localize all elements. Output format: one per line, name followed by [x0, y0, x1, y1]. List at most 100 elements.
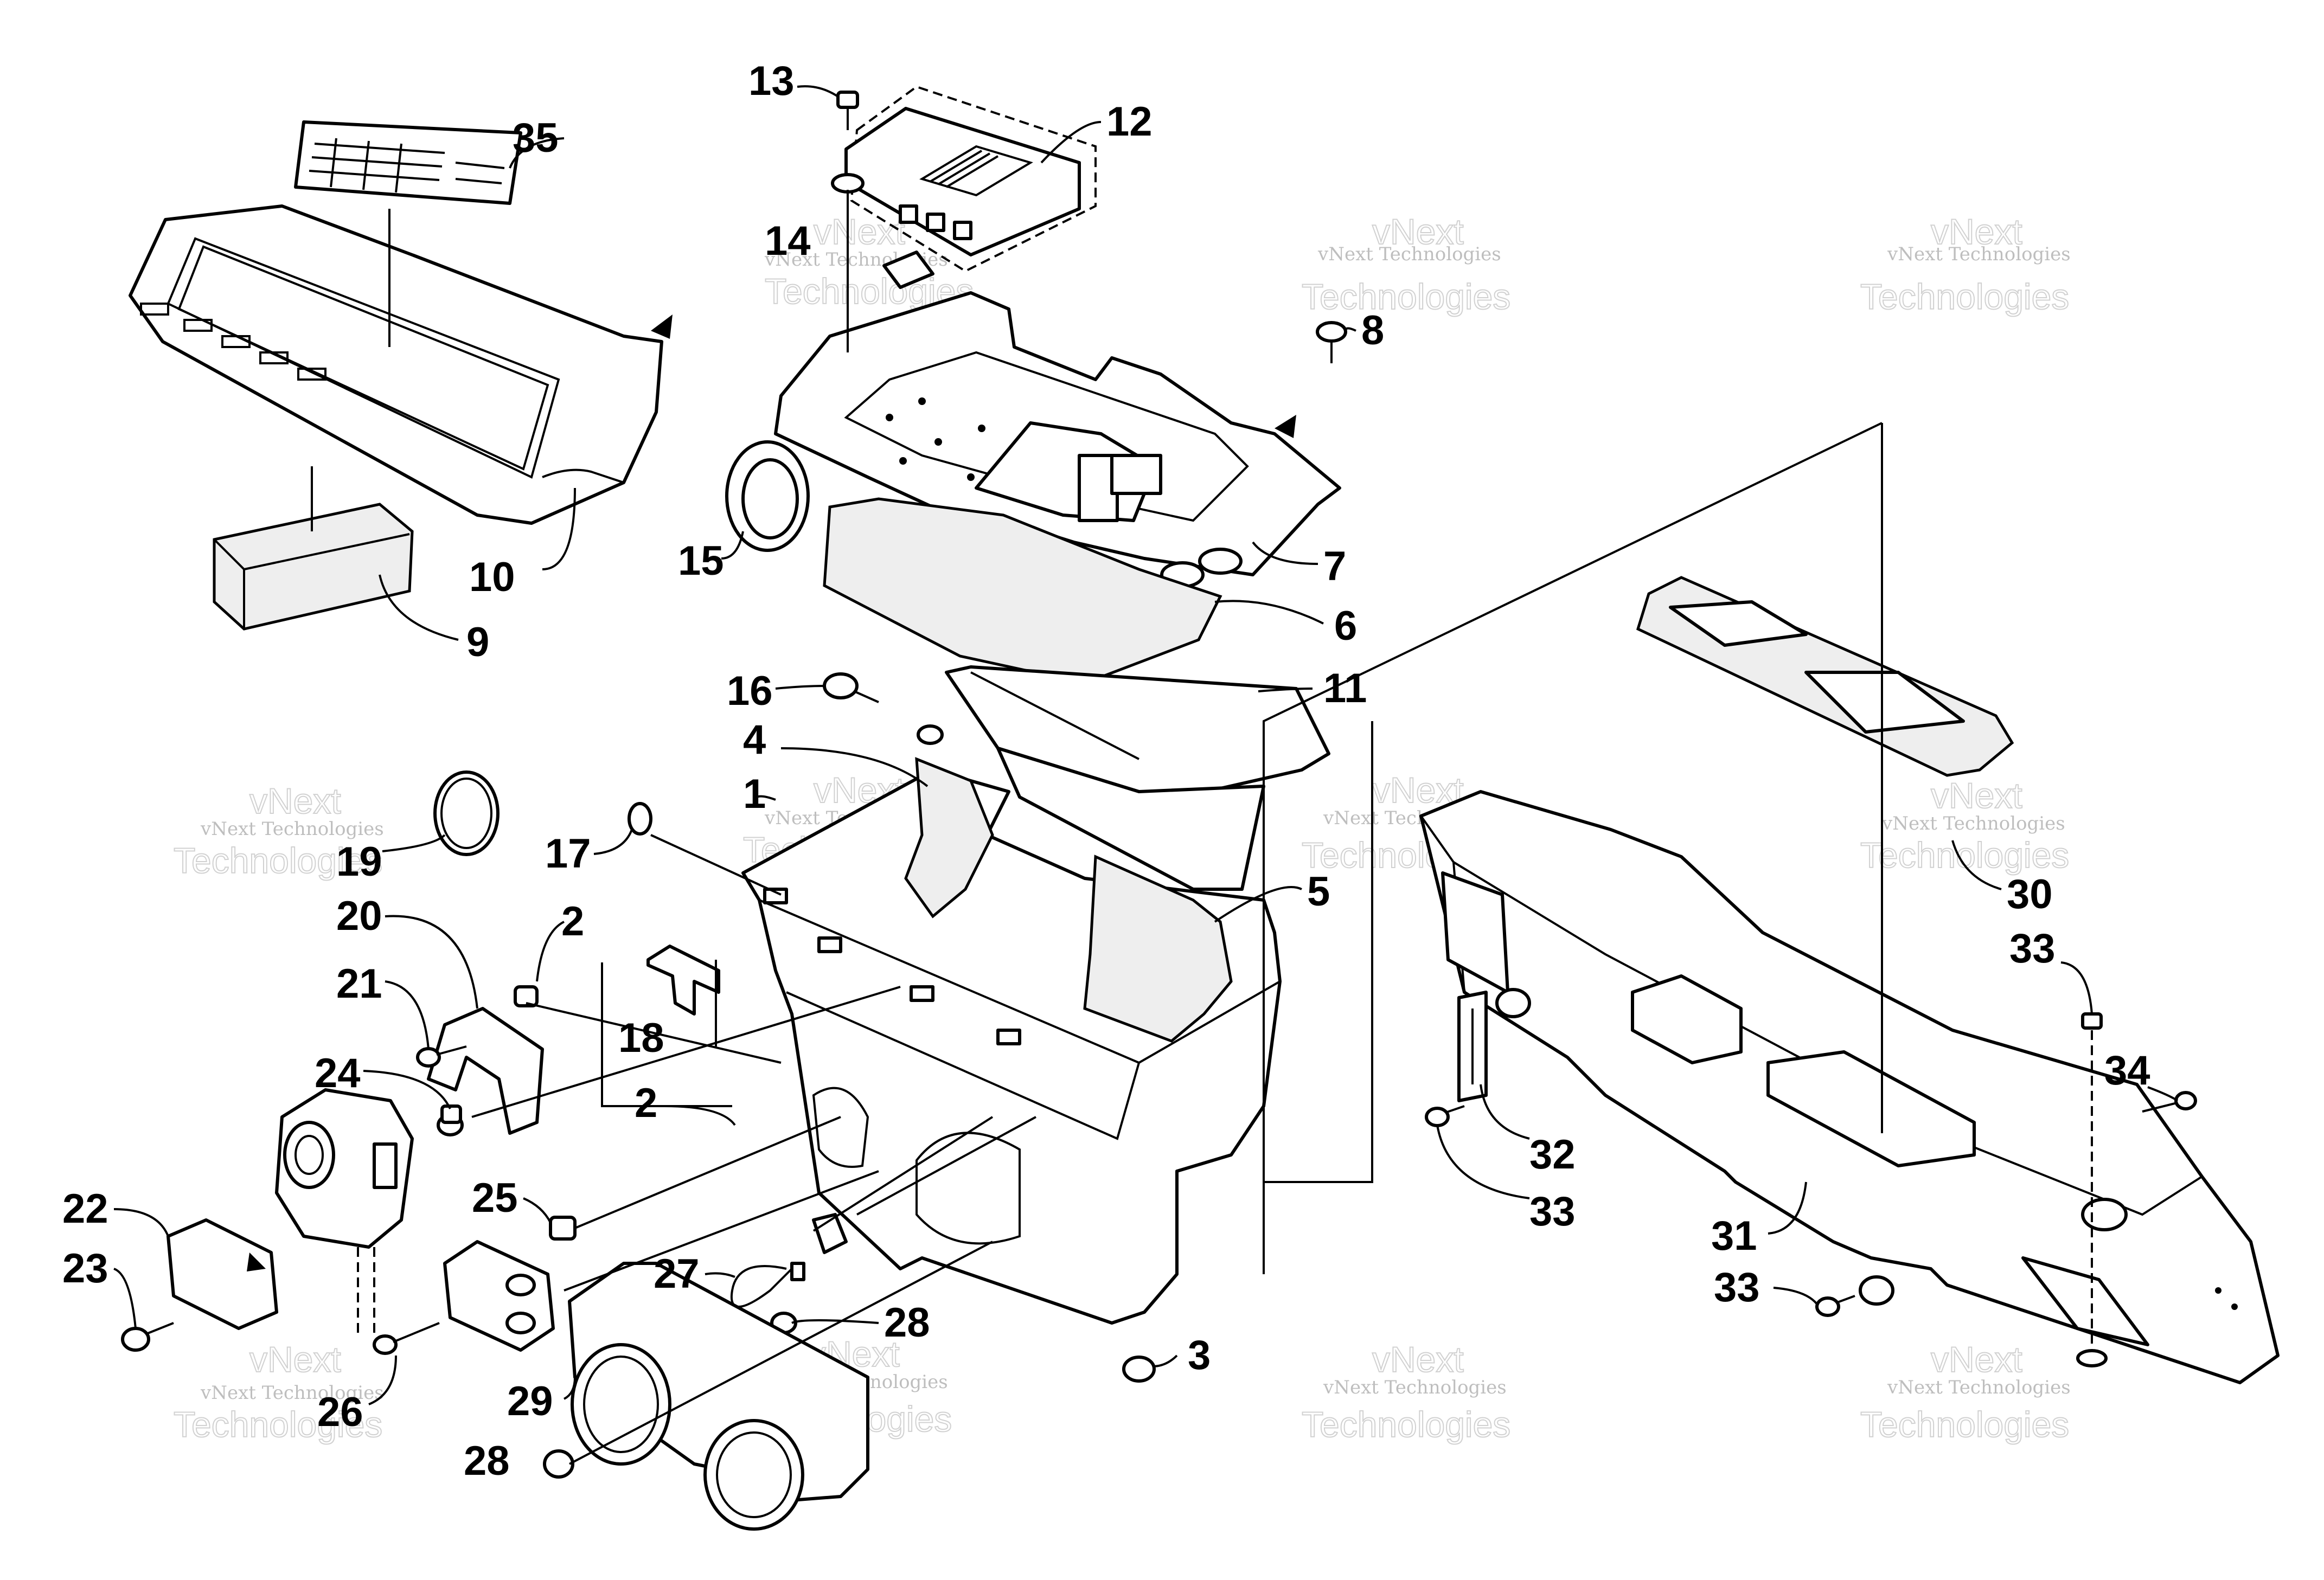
- assembly-line: [1263, 422, 1883, 1274]
- callout-11: 11: [1323, 665, 1367, 711]
- svg-text:vNext: vNext: [1931, 1339, 2022, 1379]
- callout-14: 14: [765, 218, 811, 264]
- watermark: vNext Technologies vNext Technologies: [1301, 211, 1511, 317]
- assembly-line: [574, 1116, 841, 1229]
- bushing-24: [440, 1104, 462, 1124]
- callout-10: 10: [469, 554, 515, 600]
- filter-4: [904, 757, 994, 919]
- svg-text:Technologies: Technologies: [174, 1404, 382, 1444]
- callout-24: 24: [315, 1050, 361, 1096]
- callout-25: 25: [472, 1175, 518, 1221]
- leader-17-line: [650, 834, 782, 896]
- spacer-25: [549, 1216, 577, 1241]
- tray-11: [945, 665, 1330, 891]
- module-12: [844, 85, 1097, 273]
- foam-6: [823, 497, 1222, 685]
- svg-text:Technologies: Technologies: [1860, 277, 2069, 317]
- callout-17: 17: [545, 831, 591, 877]
- screw-26: [373, 1322, 440, 1355]
- callout-33b: 33: [1714, 1264, 1760, 1311]
- screw-33a: [1425, 1105, 1465, 1127]
- nut-3: [1122, 1356, 1156, 1383]
- callout-35: 35: [513, 115, 559, 161]
- svg-text:vNext Technologies: vNext Technologies: [200, 1382, 384, 1404]
- callout-2b: 2: [635, 1080, 657, 1126]
- svg-text:vNext: vNext: [1931, 211, 2022, 252]
- svg-text:vNext: vNext: [814, 211, 905, 252]
- assembly-line: [526, 1002, 782, 1064]
- callout-18: 18: [618, 1015, 664, 1061]
- screw-16: [823, 672, 879, 703]
- callout-19: 19: [336, 839, 382, 885]
- svg-text:vNext Technologies: vNext Technologies: [200, 818, 384, 840]
- callout-22: 22: [62, 1186, 108, 1232]
- callout-20: 20: [336, 893, 382, 939]
- assembly-line: [856, 1116, 1036, 1216]
- callout-21: 21: [336, 961, 382, 1007]
- watermark: vNext Technologies vNext Technologies: [1301, 1339, 1511, 1445]
- wire-27: [730, 1262, 805, 1308]
- screw-13: [836, 91, 859, 130]
- leader-28: [569, 1241, 993, 1465]
- svg-text:vNext: vNext: [1372, 1339, 1464, 1379]
- screw-23: [121, 1322, 174, 1352]
- callout-6: 6: [1334, 603, 1357, 649]
- svg-text:vNext Technologies: vNext Technologies: [1323, 1377, 1507, 1398]
- nut-34: [2142, 1091, 2197, 1113]
- watermark: vNext Technologies vNext Technologies: [173, 1339, 384, 1445]
- filter-5: [1083, 855, 1233, 1043]
- callout-31: 31: [1711, 1213, 1757, 1259]
- seal-15: [725, 440, 810, 552]
- clamp-19: [433, 770, 500, 856]
- svg-text:Technologies: Technologies: [1302, 277, 1510, 317]
- screw-33b: [1815, 1275, 1894, 1317]
- callout-1: 1: [743, 771, 766, 817]
- svg-text:Technologies: Technologies: [1302, 1404, 1510, 1444]
- screw-33c: [2076, 1012, 2108, 1367]
- watermark: vNext Technologies vNext Technologies: [1860, 775, 2070, 876]
- callout-27: 27: [654, 1251, 700, 1297]
- assembly-line: [812, 1116, 994, 1232]
- assembly-line: [1264, 721, 1373, 1183]
- screw-8: [1316, 321, 1347, 363]
- svg-text:vNext Technologies: vNext Technologies: [1887, 1377, 2071, 1398]
- callout-15: 15: [678, 538, 724, 584]
- callout-29: 29: [507, 1378, 553, 1424]
- watermark: vNext Technologies vNext Technologies: [1860, 211, 2071, 317]
- svg-text:vNext Technologies: vNext Technologies: [1887, 243, 2071, 265]
- svg-text:vNext: vNext: [1372, 211, 1464, 252]
- svg-text:vNext Technologies: vNext Technologies: [1881, 813, 2065, 834]
- callout-8: 8: [1361, 307, 1384, 354]
- callout-30: 30: [2007, 871, 2053, 917]
- callout-5: 5: [1307, 869, 1330, 915]
- callout-28b: 28: [464, 1438, 510, 1484]
- bracket-32: [1457, 988, 1531, 1102]
- airbox-cover-10: [129, 204, 673, 525]
- gasket-30: [1636, 576, 2014, 777]
- callout-7: 7: [1323, 543, 1346, 589]
- watermark: vNext Technologies vNext Technologies: [1860, 1339, 2071, 1445]
- decal-35: [294, 120, 522, 205]
- callout-3: 3: [1188, 1332, 1211, 1378]
- callout-16: 16: [727, 668, 773, 714]
- watermark: vNext Technologies vNext Technologies: [173, 780, 384, 881]
- callout-9: 9: [466, 619, 489, 665]
- callout-26: 26: [317, 1389, 363, 1435]
- callout-4: 4: [743, 717, 766, 763]
- plug-28: [543, 1449, 574, 1479]
- callout-23: 23: [62, 1245, 108, 1292]
- svg-text:Technologies: Technologies: [1860, 1404, 2069, 1444]
- assembly-line: [471, 986, 901, 1118]
- callouts: 1 2 2 3 4 5 6 7 8 9 10 11 12 13 14 15 16: [62, 58, 2179, 1484]
- spacer-2a: [514, 985, 539, 1007]
- callout-28a: 28: [884, 1300, 930, 1346]
- callout-12: 12: [1106, 99, 1153, 145]
- actuator: [275, 1088, 414, 1334]
- svg-text:vNext: vNext: [249, 781, 341, 821]
- callout-2a: 2: [561, 898, 584, 945]
- grommet-14: [831, 173, 934, 289]
- clip-18: [646, 945, 720, 1016]
- callout-34: 34: [2104, 1048, 2150, 1094]
